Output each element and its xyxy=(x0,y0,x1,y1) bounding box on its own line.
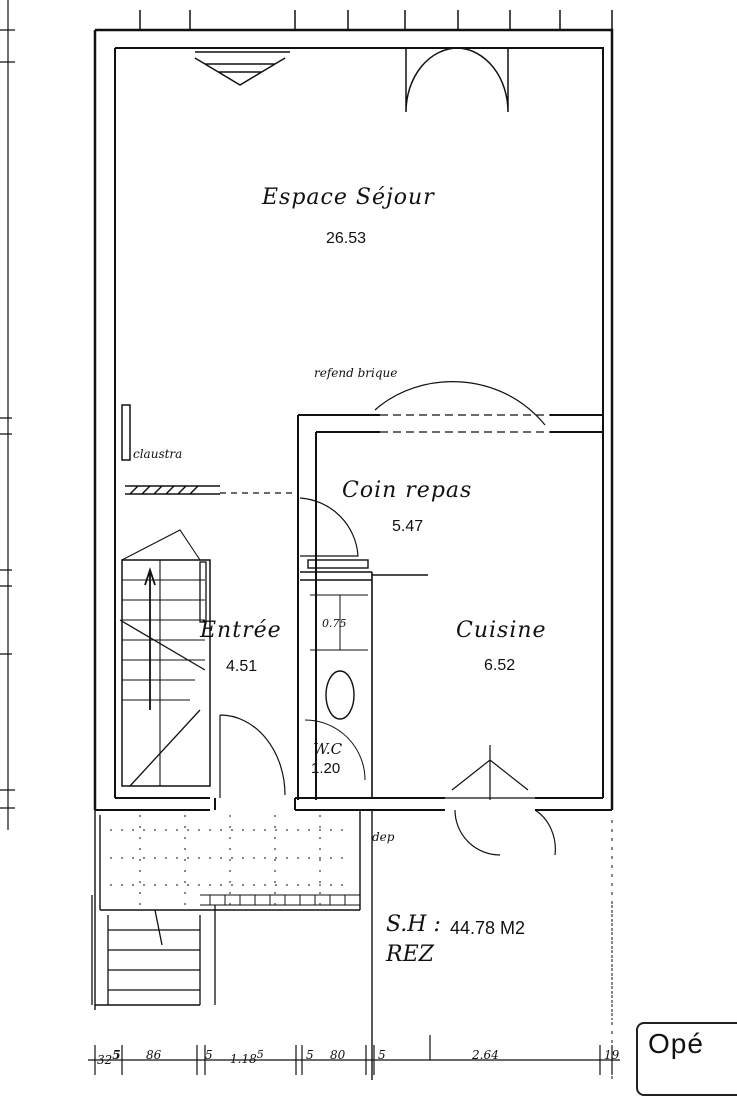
annotation-refend: refend brique xyxy=(314,366,398,380)
entrance-door-swing xyxy=(219,714,286,798)
room-area-sejour: 26.53 xyxy=(326,230,367,247)
exterior-steps xyxy=(91,895,216,1005)
partition-wall-left xyxy=(297,415,317,800)
dimension-8: 2.64 xyxy=(472,1048,499,1062)
claustra-hatch xyxy=(125,485,220,495)
wc-toilet xyxy=(325,670,355,720)
dimension-4-sup: 5 xyxy=(256,1048,264,1061)
refend-arc xyxy=(374,381,546,426)
dimension-3: 5 xyxy=(205,1048,213,1062)
surface-level: REZ xyxy=(386,942,434,967)
dimension-line xyxy=(88,1035,620,1075)
dimension-1-sup: 5 xyxy=(112,1048,121,1062)
dimension-7: 5 xyxy=(378,1048,386,1062)
bottom-wall xyxy=(95,797,612,811)
partition-wall-top xyxy=(298,414,603,433)
partition-dashed xyxy=(380,414,550,433)
surface-value: 44.78 M2 xyxy=(450,918,526,938)
room-area-wc: 1.20 xyxy=(311,760,341,777)
stair-block xyxy=(121,559,211,787)
wc-cabinet xyxy=(307,559,369,569)
left-margin-ticks xyxy=(0,0,15,830)
french-door xyxy=(405,47,510,113)
porch-outline xyxy=(94,810,373,1080)
dining-door-swing xyxy=(299,497,359,557)
window-top xyxy=(190,47,295,86)
dimension-4: 1.185 xyxy=(230,1048,264,1066)
dimension-6: 80 xyxy=(330,1048,346,1062)
dimension-9: 19 xyxy=(604,1048,620,1062)
room-area-coin-repas: 5.47 xyxy=(392,518,424,535)
room-name-wc: W.C xyxy=(313,740,343,758)
annotation-claustra: claustra xyxy=(133,447,183,461)
kitchen-door xyxy=(445,745,556,856)
wc-door-swing xyxy=(304,719,366,781)
room-name-cuisine: Cuisine xyxy=(456,618,547,643)
room-name-coin-repas: Coin repas xyxy=(342,478,473,503)
room-name-entree: Entrée xyxy=(200,618,282,643)
stair-diagonal xyxy=(119,619,206,787)
stair-handrail xyxy=(199,561,207,623)
top-wall-ticks xyxy=(139,10,613,30)
dimension-2: 86 xyxy=(146,1048,162,1062)
porch-rail xyxy=(200,894,360,906)
porch-dashed xyxy=(110,815,350,905)
stair-treads xyxy=(121,529,205,786)
wc-walls xyxy=(300,571,373,798)
dimension-5: 5 xyxy=(306,1048,314,1062)
exterior-wall-inner xyxy=(114,47,604,798)
title-stamp: Opé xyxy=(636,1022,737,1096)
annotation-dep: dep xyxy=(372,830,395,844)
surface-label: S.H : xyxy=(386,912,441,937)
room-area-entree: 4.51 xyxy=(226,658,258,675)
room-name-sejour: Espace Séjour xyxy=(262,185,435,210)
stair-arrow xyxy=(144,567,156,710)
annotation-wc-box: 0.75 xyxy=(322,617,347,630)
dimension-1: 325 xyxy=(97,1048,121,1067)
room-area-cuisine: 6.52 xyxy=(484,657,516,674)
stamp-text: Opé xyxy=(648,1028,704,1059)
wc-fixtures xyxy=(310,594,368,651)
claustra-post xyxy=(121,404,131,461)
